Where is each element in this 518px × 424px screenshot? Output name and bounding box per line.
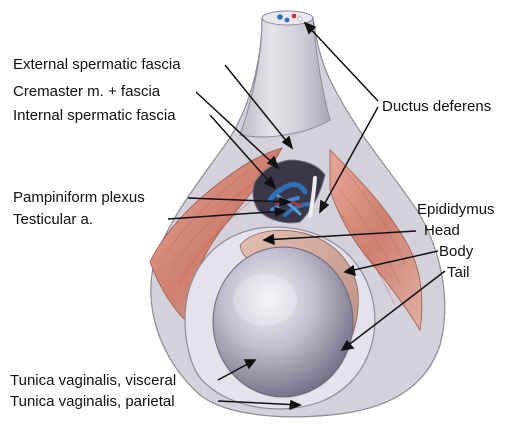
label-internal-spermatic-fascia: Internal spermatic fascia (13, 107, 176, 124)
label-testicular-artery: Testicular a. (13, 211, 93, 228)
label-tunica-parietal: Tunica vaginalis, parietal (10, 393, 175, 410)
cord-artery-section (292, 14, 297, 19)
testis (213, 247, 353, 397)
testis-highlight (233, 274, 297, 326)
label-external-spermatic-fascia: External spermatic fascia (13, 56, 181, 73)
cord-vein-section (277, 14, 283, 20)
label-body: Body (439, 243, 473, 260)
label-epididymus: Epididymus (417, 201, 495, 218)
label-tail: Tail (447, 264, 470, 281)
label-tunica-visceral: Tunica vaginalis, visceral (10, 372, 176, 389)
cord-vein-section-2 (285, 18, 290, 23)
cord-ductus-section (298, 17, 302, 21)
label-ductus-deferens: Ductus deferens (382, 98, 491, 115)
label-cremaster: Cremaster m. + fascia (13, 83, 160, 100)
label-head: Head (424, 222, 460, 239)
label-pampiniform-plexus: Pampiniform plexus (13, 189, 145, 206)
